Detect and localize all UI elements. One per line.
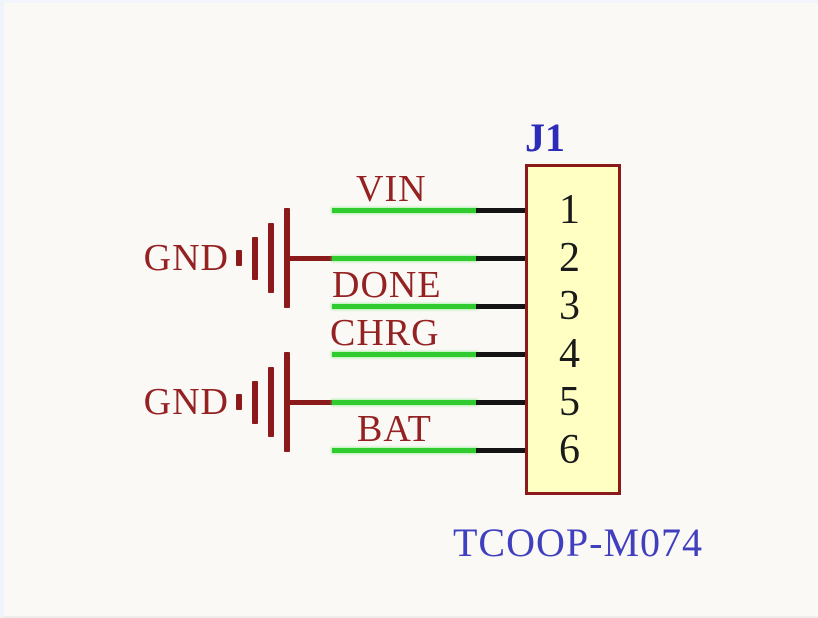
net-label-done: DONE [332,264,442,306]
pin-number-1: 1 [559,187,580,233]
ground-bar-medium [268,367,274,437]
pin-number-6: 6 [559,427,580,473]
ground-bar-tall [284,352,290,452]
net-label-gnd-bottom: GND [143,381,229,423]
wire-pin6-black [476,448,527,453]
wire-pin5-green [332,400,477,405]
net-label-vin: VIN [356,168,427,210]
wire-pin6-green [332,448,477,453]
wire-pin4-black [476,352,527,357]
ground-bar-tick [236,250,242,266]
wire-pin3-green [332,304,477,309]
wire-pin4-green [332,352,477,357]
wire-pin2-green [332,256,477,261]
wire-pin5-black [476,400,527,405]
pin-number-4: 4 [559,331,580,377]
wire-pin1-black [476,208,527,213]
wire-pin5-red [288,400,334,405]
ground-bar-short [252,381,258,424]
wire-pin2-red [288,256,334,261]
net-label-gnd-top: GND [143,237,229,279]
wire-pin1-green [332,208,477,213]
connector-body [525,164,621,495]
net-label-bat: BAT [357,408,432,450]
pin-number-2: 2 [559,235,580,281]
ground-bar-medium [268,223,274,293]
ground-bar-tick [236,394,242,410]
wire-pin2-black [476,256,527,261]
ground-bar-short [252,237,258,280]
ground-bar-tall [284,208,290,308]
wire-pin3-black [476,304,527,309]
pin-number-5: 5 [559,379,580,425]
connector-refdes: J1 [525,115,565,160]
pin-number-3: 3 [559,283,580,329]
connector-part-number: TCOOP-M074 [453,520,704,565]
net-label-chrg: CHRG [330,312,440,354]
